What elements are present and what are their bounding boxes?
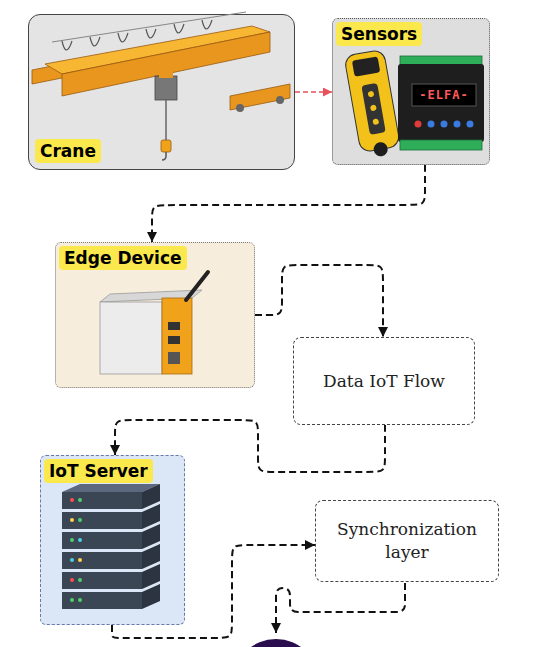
wheel — [276, 96, 284, 104]
hook — [162, 152, 166, 160]
festoon-wire — [52, 12, 246, 42]
equipment-box: Crane — [28, 14, 295, 170]
process-box: Synchronization layer — [315, 500, 499, 582]
pendant-button — [372, 118, 379, 125]
panel-button — [428, 121, 435, 128]
node-heading: IoT Server — [44, 459, 153, 483]
device-port — [168, 322, 180, 330]
flow-connector — [276, 583, 405, 633]
server-side — [142, 524, 160, 549]
girder-side — [62, 32, 270, 96]
pendant-controller — [344, 49, 400, 152]
server-unit — [62, 484, 160, 509]
server-led — [78, 538, 82, 542]
device-port — [168, 336, 180, 344]
server-front — [62, 512, 142, 529]
server-front — [62, 572, 142, 589]
flow-connector — [255, 265, 383, 337]
panel-button — [415, 121, 422, 128]
server-unit — [62, 504, 160, 529]
pendant-knob — [373, 141, 389, 157]
node-heading: Sensors — [336, 22, 422, 46]
pendant-button — [370, 104, 377, 111]
end-truck — [230, 84, 290, 110]
node-label: Data IoT Flow — [323, 370, 445, 393]
server-front — [62, 492, 142, 509]
hook-block — [161, 140, 171, 152]
device-port — [168, 352, 180, 364]
server-illustration — [62, 484, 160, 609]
end-truck — [32, 62, 72, 84]
device-box: Edge Device — [55, 242, 255, 388]
server-led — [70, 578, 74, 582]
terminal-strip — [400, 140, 482, 150]
pendant-top — [352, 56, 380, 76]
server-unit — [62, 524, 160, 549]
server-led — [70, 518, 74, 522]
antenna — [186, 272, 208, 300]
server-unit — [62, 584, 160, 609]
edge-device-illustration — [100, 272, 208, 374]
node-heading: Crane — [35, 139, 101, 163]
node-label: Synchronization layer — [327, 518, 487, 564]
server-unit — [62, 564, 160, 589]
festoon-cable — [62, 20, 212, 50]
girder-top — [45, 26, 270, 74]
flow-connector — [152, 165, 425, 242]
hoist — [155, 76, 177, 100]
sensors-illustration — [344, 49, 484, 159]
wheel — [236, 104, 244, 112]
device-body — [100, 302, 162, 374]
device-front — [162, 298, 192, 374]
server-side — [142, 504, 160, 529]
server-led — [78, 558, 82, 562]
terminal-strip — [400, 56, 482, 66]
device-top — [100, 290, 202, 302]
pendant-keypad — [361, 83, 385, 135]
server-led — [78, 518, 82, 522]
server-front — [62, 532, 142, 549]
panel-button — [454, 121, 461, 128]
server-side — [142, 584, 160, 609]
server-led — [70, 598, 74, 602]
server-side — [142, 484, 160, 509]
output-circle — [233, 639, 319, 647]
panel-button — [467, 121, 474, 128]
process-box: Data IoT Flow — [293, 337, 475, 425]
server-front — [62, 592, 142, 609]
server-unit — [62, 544, 160, 569]
server-led — [78, 578, 82, 582]
node-heading: Edge Device — [59, 246, 187, 270]
server-box: IoT Server — [40, 455, 185, 625]
server-top — [62, 484, 160, 492]
server-led — [78, 598, 82, 602]
server-led — [70, 498, 74, 502]
display-screen — [412, 84, 476, 106]
display-text: -ELFA- — [419, 88, 468, 102]
sensor-box: Sensors — [332, 18, 490, 165]
server-front — [62, 552, 142, 569]
crane-illustration — [32, 12, 290, 160]
flow-connector — [295, 91, 332, 93]
server-led — [70, 538, 74, 542]
hoist-rope — [165, 100, 167, 140]
pendant-button — [367, 91, 374, 98]
display-reading: -ELFA- — [412, 84, 476, 106]
panel-button — [441, 121, 448, 128]
server-led — [70, 558, 74, 562]
server-led — [78, 498, 82, 502]
hoist-trolley — [159, 72, 173, 78]
server-side — [142, 544, 160, 569]
sensor-panel — [398, 64, 484, 142]
server-side — [142, 564, 160, 589]
